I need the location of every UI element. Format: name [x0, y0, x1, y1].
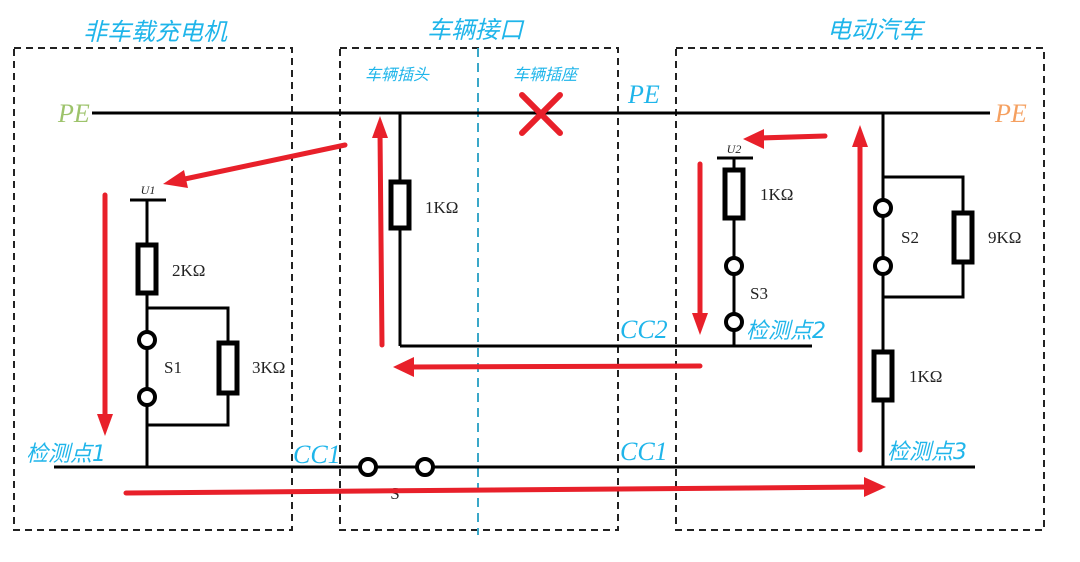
- plug-label: 车辆插头: [365, 65, 430, 84]
- resistor-9k-label: 9KΩ: [988, 228, 1021, 247]
- s3-contact-bottom: [724, 312, 744, 332]
- resistor-1k-plug: [388, 179, 412, 231]
- s-contact-right: [415, 457, 435, 477]
- s1-contact-bottom: [137, 387, 157, 407]
- resistor-1k-plug-label: 1KΩ: [425, 198, 458, 217]
- resistor-9k: [951, 210, 975, 265]
- detect-point-2-label: 检测点2: [746, 319, 826, 344]
- u2-label: U2: [727, 142, 742, 156]
- s1-label: S1: [164, 358, 182, 377]
- resistor-1k-vehicle-label: 1KΩ: [909, 367, 942, 386]
- charger-title: 非车载充电机: [83, 18, 228, 46]
- resistor-1k-vehicle: [871, 349, 895, 403]
- resistor-1k-u2-label: 1KΩ: [760, 185, 793, 204]
- socket-label: 车辆插座: [513, 65, 580, 84]
- vehicle-title: 电动汽车: [827, 16, 926, 44]
- current-arrow-u1-down: [97, 192, 113, 436]
- interface-title: 车辆接口: [427, 16, 525, 44]
- current-arrow-cc2-left: [393, 357, 703, 377]
- s3-contact-top: [724, 256, 744, 276]
- s1-contact-top: [137, 330, 157, 350]
- current-arrow-plug-up: [372, 116, 388, 348]
- current-arrow-pe-to-u1: [163, 142, 348, 188]
- resistor-2k: [135, 242, 159, 296]
- cc2-label: CC2: [620, 315, 668, 344]
- vehicle-box: [675, 47, 1045, 531]
- resistor-1k-u2: [722, 167, 746, 221]
- s3-label: S3: [750, 284, 768, 303]
- current-arrow-u2-down: [692, 161, 708, 335]
- s2-contact-top: [873, 198, 893, 218]
- charger-box: [13, 47, 293, 531]
- pe-label-left: PE: [57, 99, 90, 128]
- detect-point-3-label: 检测点3: [887, 440, 967, 465]
- pe-label-middle: PE: [627, 80, 660, 109]
- pe-label-right: PE: [994, 99, 1027, 128]
- s2-bypass-wire: [883, 175, 965, 299]
- resistor-3k: [216, 340, 240, 396]
- resistor-2k-label: 2KΩ: [172, 261, 205, 280]
- current-arrow-to-u2-left: [743, 129, 828, 149]
- s2-contact-bottom: [873, 256, 893, 276]
- current-arrow-cc1-right: [123, 477, 886, 497]
- pe-break-x-icon: [519, 92, 563, 136]
- s1-bypass-wire: [147, 306, 230, 427]
- current-arrow-vehicle-up: [852, 125, 868, 453]
- s-label: S: [390, 484, 399, 503]
- cc1-label-left: CC1: [293, 440, 341, 469]
- u1-label: U1: [141, 183, 156, 197]
- s2-label: S2: [901, 228, 919, 247]
- cc1-label-right: CC1: [620, 437, 668, 466]
- detect-point-1-label: 检测点1: [26, 442, 106, 467]
- s-contact-left: [358, 457, 378, 477]
- resistor-3k-label: 3KΩ: [252, 358, 285, 377]
